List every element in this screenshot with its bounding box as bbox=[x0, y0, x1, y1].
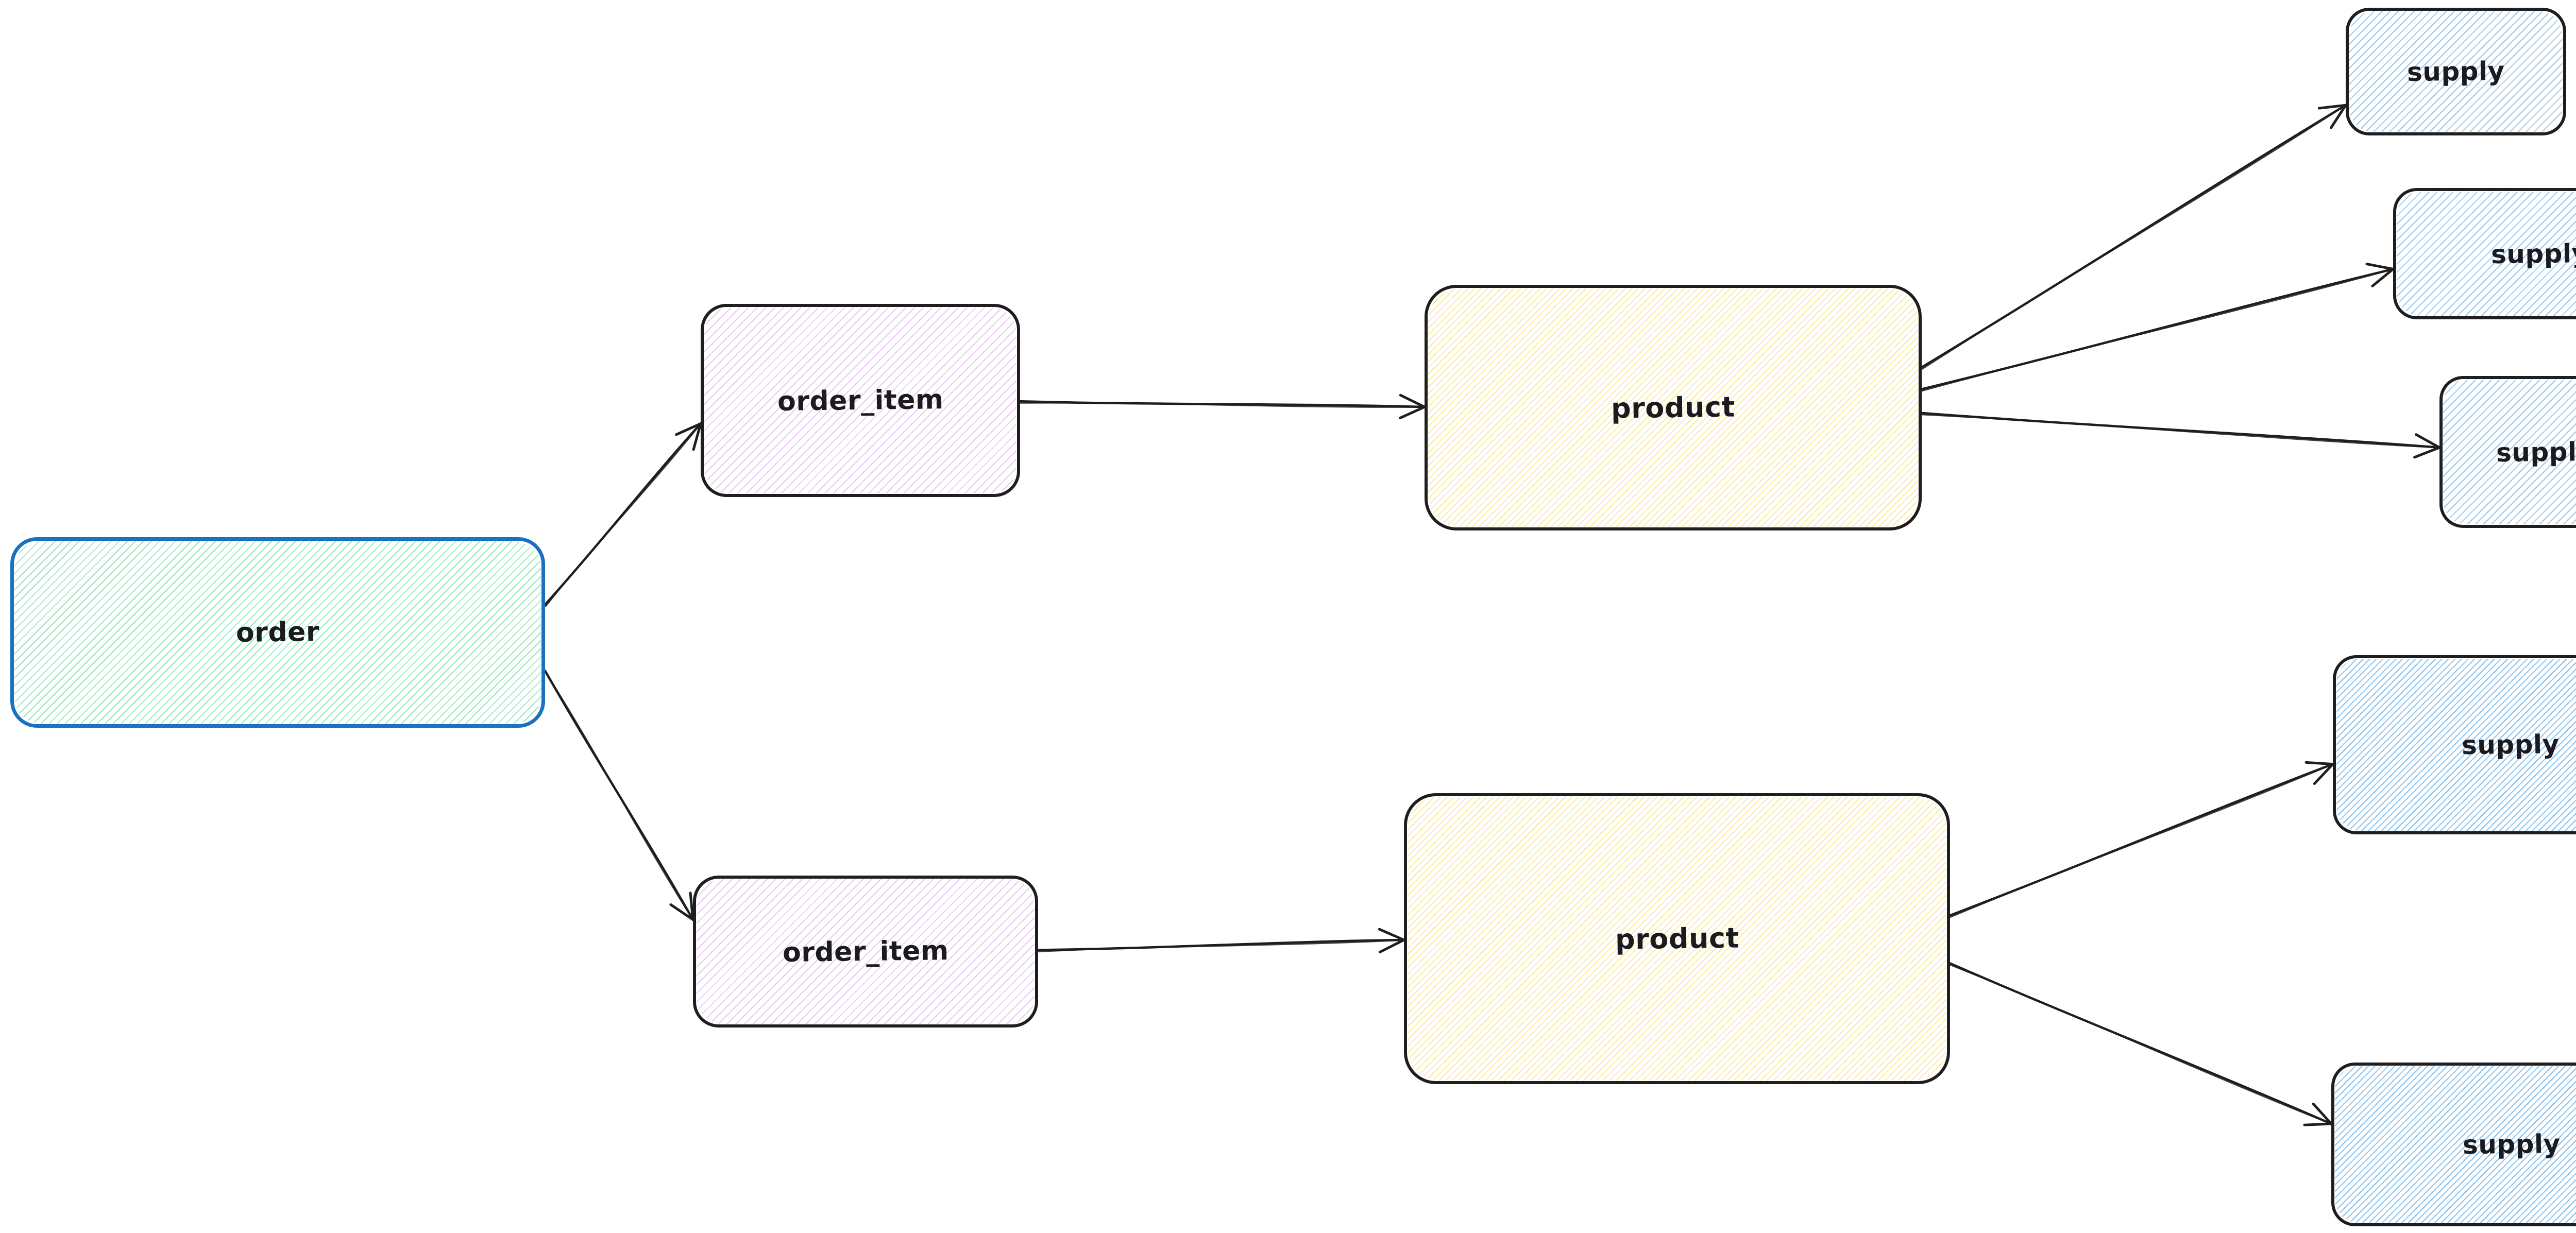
node-supply_4[interactable]: supply bbox=[2333, 655, 2576, 834]
edge-product_top-to-supply_1 bbox=[1920, 104, 2347, 370]
node-order_item_top[interactable]: order_item bbox=[701, 304, 1020, 497]
node-supply_3[interactable]: supply bbox=[2439, 376, 2576, 528]
node-product_top[interactable]: product bbox=[1425, 285, 1922, 530]
edge-order-to-order_item_bottom bbox=[544, 670, 694, 921]
node-label-order: order bbox=[235, 616, 320, 648]
node-label-order_item_bottom: order_item bbox=[782, 935, 949, 968]
node-label-supply_2: supply bbox=[2490, 238, 2576, 269]
node-label-supply_1: supply bbox=[2406, 56, 2505, 88]
edge-product_top-to-supply_2 bbox=[1920, 263, 2395, 392]
edge-product_bottom-to-supply_4 bbox=[1948, 761, 2334, 918]
node-label-product_top: product bbox=[1611, 390, 1736, 425]
node-label-supply_5: supply bbox=[2462, 1128, 2561, 1160]
node-supply_2[interactable]: supply bbox=[2393, 188, 2576, 319]
node-order[interactable]: order bbox=[10, 537, 545, 728]
edge-product_bottom-to-supply_5 bbox=[1948, 962, 2333, 1126]
node-label-order_item_top: order_item bbox=[777, 384, 944, 417]
edge-order_item_top-to-product_top bbox=[1019, 393, 1426, 420]
node-supply_1[interactable]: supply bbox=[2346, 8, 2566, 135]
node-product_bottom[interactable]: product bbox=[1404, 793, 1950, 1084]
edge-order_item_bottom-to-product_bottom bbox=[1037, 928, 1405, 953]
node-supply_5[interactable]: supply bbox=[2331, 1063, 2576, 1226]
edge-product_top-to-supply_3 bbox=[1920, 412, 2441, 459]
node-label-supply_4: supply bbox=[2461, 729, 2560, 761]
node-label-product_bottom: product bbox=[1615, 921, 1739, 956]
edge-order-to-order_item_top bbox=[544, 422, 702, 607]
node-order_item_bottom[interactable]: order_item bbox=[693, 876, 1038, 1028]
node-label-supply_3: supply bbox=[2496, 436, 2576, 468]
